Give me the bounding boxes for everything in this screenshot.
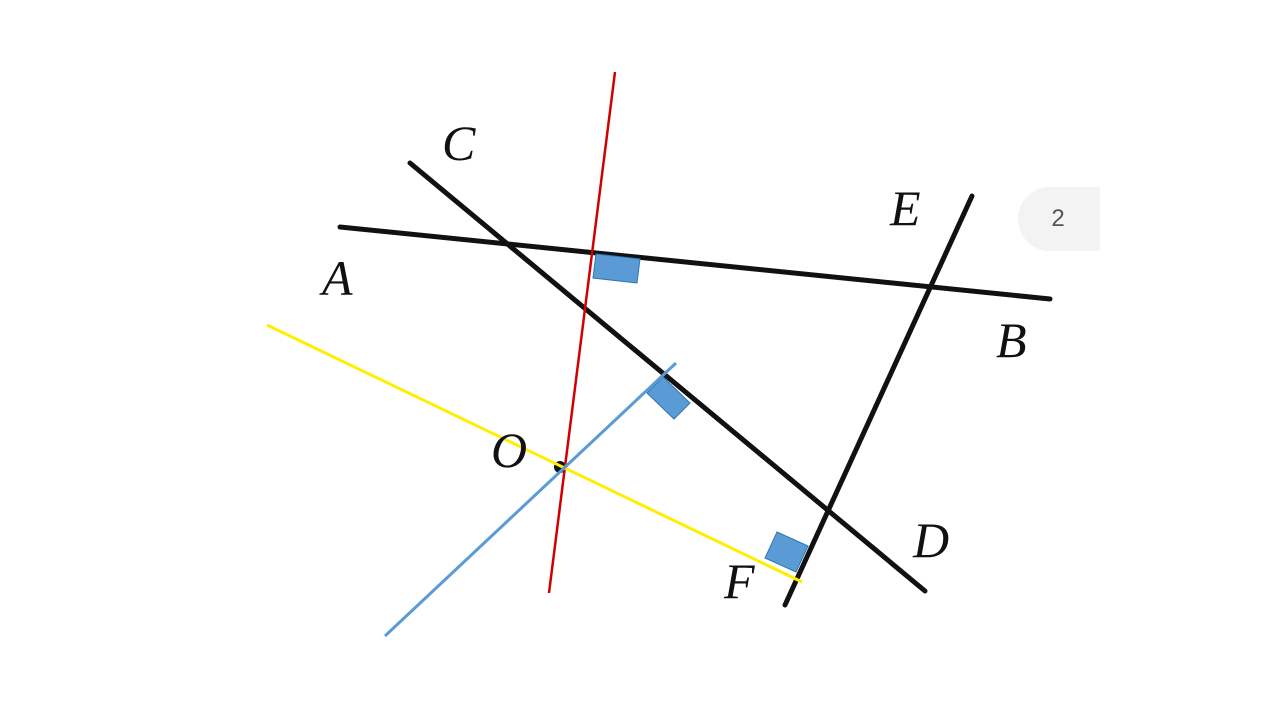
label-b: B [996,312,1027,368]
page-number-badge[interactable]: 2 [1018,187,1100,251]
label-o: O [491,422,527,478]
right-angle-marker-red-ab [592,253,641,284]
line-cd [407,160,928,594]
label-d: D [912,512,949,568]
label-c: C [442,115,476,171]
line-yellow-perpendicular [266,323,803,584]
page-number-text: 2 [1051,205,1065,232]
right-angle-marker-blue-cd [646,376,691,420]
label-f: F [723,553,755,609]
label-e: E [889,180,921,236]
label-a: A [319,250,353,306]
line-ef [782,193,975,608]
line-red-perpendicular [547,71,617,594]
right-angle-marker-yellow-ef [764,531,809,573]
line-blue-perpendicular [383,361,678,638]
